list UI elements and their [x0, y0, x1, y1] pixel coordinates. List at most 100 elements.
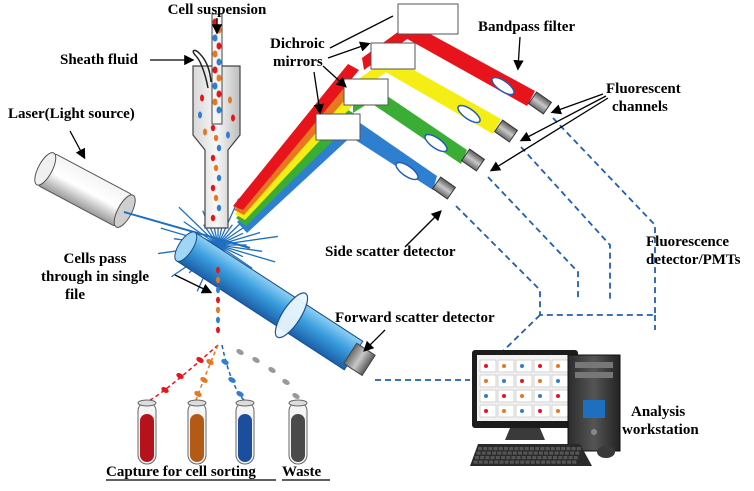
label-bandpass-filter: Bandpass filter: [478, 19, 575, 35]
channel-detector: [457, 104, 519, 143]
cell: [216, 306, 220, 314]
cell: [210, 214, 216, 222]
droplet: [228, 377, 236, 383]
cell: [216, 276, 220, 284]
bandpass-filter: [395, 161, 419, 181]
cell: [228, 96, 232, 104]
droplet: [282, 379, 290, 385]
label-side-scatter: Side scatter detector: [325, 244, 456, 260]
label-fluorescent-2: channels: [612, 99, 668, 115]
cell: [212, 50, 218, 58]
cell: [216, 204, 222, 212]
bandpass-filter: [457, 104, 481, 124]
tube-grey: [288, 399, 308, 465]
scatter-ray: [217, 244, 253, 269]
label-laser: Laser(Light source): [8, 106, 135, 122]
tube-blue: [235, 399, 255, 465]
pmt-detector: [527, 91, 553, 115]
laser-source: [34, 152, 251, 249]
pmt-detector: [460, 148, 486, 172]
scatter-ray: [183, 221, 219, 246]
cell: [226, 131, 230, 139]
droplet: [196, 357, 204, 363]
label-analysis-2: workstation: [622, 422, 699, 438]
tube-red: [137, 399, 157, 465]
cell: [210, 124, 216, 132]
bandpass-filter: [424, 133, 448, 153]
channel-detector: [395, 161, 457, 200]
droplet: [268, 367, 276, 373]
label-analysis-1: Analysis: [631, 404, 685, 420]
cell: [216, 316, 220, 324]
cell: [216, 266, 220, 274]
dichroic-mirrors: [315, 3, 459, 141]
label-cells-2: through in single: [41, 269, 149, 285]
cell: [216, 144, 222, 152]
forward-scatter-tube: [174, 231, 376, 377]
scatter-ray: [217, 232, 244, 246]
cell: [216, 326, 220, 334]
cell: [213, 164, 219, 172]
pointer-arrows: [69, 15, 609, 352]
scatter-ray: [217, 244, 244, 258]
scatter-ray: [217, 231, 261, 246]
droplet: [252, 357, 260, 363]
signal-lines: [375, 117, 656, 381]
label-forward-scatter: Forward scatter detector: [335, 310, 495, 326]
label-waste: Waste: [282, 464, 322, 480]
cell: [198, 111, 202, 119]
label-fluorescent-1: Fluorescent: [606, 81, 681, 97]
cells-in-stream: [198, 18, 235, 222]
droplet: [206, 359, 214, 365]
pmt-detector: [493, 119, 519, 143]
droplet: [161, 387, 169, 393]
label-cell-suspension: Cell suspension: [168, 2, 267, 18]
cell: [216, 74, 222, 82]
cell: [210, 154, 216, 162]
bandpass-filter: [491, 76, 515, 96]
tube-orange: [187, 399, 207, 465]
cell: [216, 106, 222, 114]
collection-tubes: [137, 399, 308, 465]
cell: [216, 90, 222, 98]
scatter-ray: [217, 244, 276, 263]
label-cells-1: Cells pass: [64, 251, 127, 267]
scatter-ray: [217, 224, 233, 246]
cell: [216, 174, 222, 182]
scatter-ray: [217, 244, 263, 252]
droplet: [194, 391, 202, 397]
flow-nozzle: [192, 13, 241, 229]
label-dichroic-2: mirrors: [273, 54, 323, 70]
channel-detector: [424, 133, 486, 172]
label-fluorescence-2: detector/PMTs: [646, 252, 741, 268]
cell: [213, 134, 219, 142]
droplet: [200, 377, 208, 383]
label-fluorescence-1: Fluorescence: [646, 234, 729, 250]
channel-detector: [491, 76, 553, 115]
droplet: [176, 373, 184, 379]
cell: [212, 82, 218, 90]
label-capture: Capture for cell sorting: [106, 464, 256, 480]
sort-droplets: [161, 349, 300, 399]
scatter-ray: [178, 206, 219, 246]
cell: [216, 296, 220, 304]
labels: Cell suspension Sheath fluid Dichroic mi…: [8, 2, 741, 481]
label-cells-3: file: [65, 287, 85, 303]
cell: [212, 66, 218, 74]
cell: [200, 94, 204, 102]
cell: [216, 58, 222, 66]
scatter-ray: [217, 235, 278, 246]
cell: [231, 114, 235, 122]
cell: [210, 184, 216, 192]
cell: [216, 286, 220, 294]
droplet: [292, 393, 300, 399]
fluorescent-channel-detectors: [395, 76, 553, 200]
cell: [213, 194, 219, 202]
cell: [212, 34, 218, 42]
cell: [212, 18, 218, 26]
cell: [203, 128, 207, 136]
cell: [212, 98, 218, 106]
analysis-workstation: [470, 350, 621, 466]
